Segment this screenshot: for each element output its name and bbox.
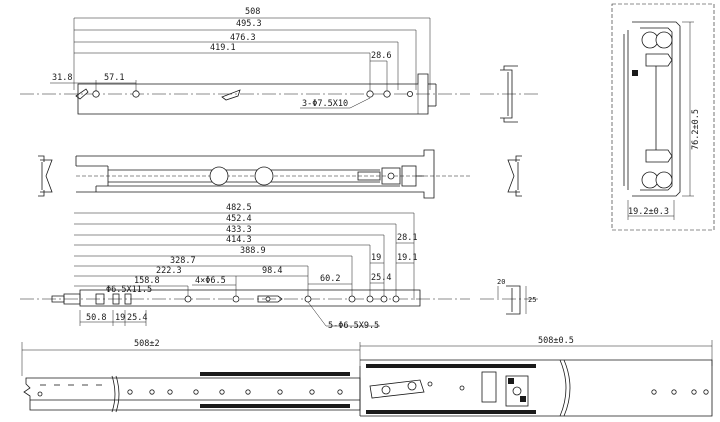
dim-31-8: 31.8 <box>52 73 72 83</box>
dim-222-3: 222.3 <box>156 266 182 276</box>
dim-388-9: 388.9 <box>240 246 266 256</box>
dim-328-7: 328.7 <box>170 256 196 266</box>
note-4-holes: 4×Φ6.5 <box>195 276 226 286</box>
dim-482-5: 482.5 <box>226 203 252 213</box>
dim-452-4: 452.4 <box>226 214 252 224</box>
dim-19-b: 19 <box>115 313 125 323</box>
dim-25-4-b: 25.4 <box>127 313 147 323</box>
cross-section-view: 76.2±0.5 19.2±0.3 <box>611 3 715 231</box>
dim-57-1: 57.1 <box>104 73 124 83</box>
side-dim-20: 20 <box>497 278 505 286</box>
dim-25-4: 25.4 <box>371 273 391 283</box>
assembly-left-length: 508±2 <box>134 339 160 349</box>
dim-28-1: 28.1 <box>397 233 417 243</box>
section-width: 19.2±0.3 <box>628 207 669 217</box>
note-3-holes: 3-Φ7.5X10 <box>302 99 348 109</box>
dim-495-3: 495.3 <box>236 19 262 29</box>
dim-414-3: 414.3 <box>226 235 252 245</box>
top-view: 508 495.3 476.3 419.1 28.6 31.8 57.1 <box>20 7 540 123</box>
dim-433-3: 433.3 <box>226 225 252 235</box>
bottom-view: 482.5 452.4 433.3 414.3 388.9 328.7 222.… <box>20 203 540 331</box>
dim-476-3: 476.3 <box>230 33 256 43</box>
assembly-right-length: 508±0.5 <box>538 336 574 346</box>
dim-98-4: 98.4 <box>262 266 282 276</box>
dim-19: 19 <box>371 253 381 263</box>
dim-419-1: 419.1 <box>210 43 236 53</box>
section-height: 76.2±0.5 <box>691 109 701 150</box>
dim-28-6: 28.6 <box>371 51 391 61</box>
assembly-view: 508±2 508±0.5 <box>21 336 713 417</box>
note-5-holes: 5-Φ6.5X9.5 <box>328 321 379 331</box>
middle-view <box>38 149 522 199</box>
side-dim-25: 25 <box>528 296 536 304</box>
dim-60-2: 60.2 <box>320 274 340 284</box>
dim-19-1: 19.1 <box>397 253 417 263</box>
dim-508: 508 <box>245 7 260 17</box>
dim-50-8: 50.8 <box>86 313 106 323</box>
dim-158-8: 158.8 <box>134 276 160 286</box>
